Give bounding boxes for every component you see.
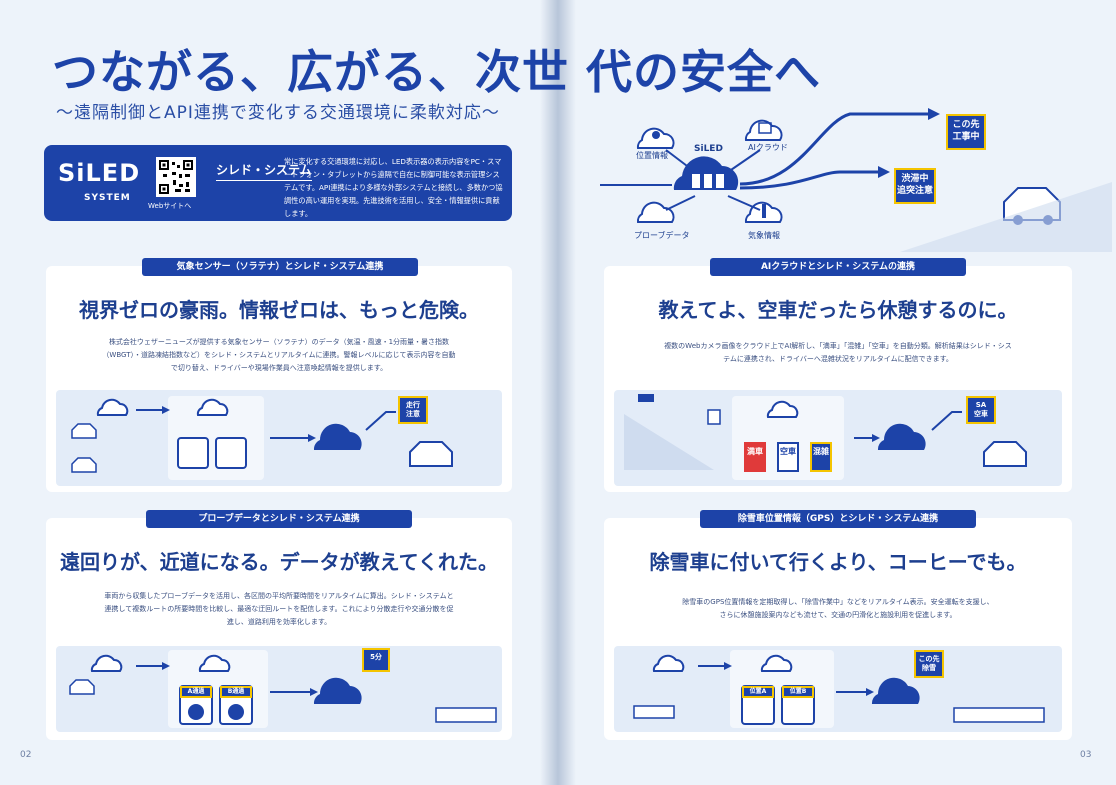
snowplow-icon xyxy=(633,705,675,719)
siled-cloud-icon xyxy=(877,423,926,450)
panel-probe: プローブデータとシレド・システム連携 遠回りが、近道になる。データが教えてくれた… xyxy=(46,510,512,740)
ai-cloud-label: AIクラウド xyxy=(748,143,788,152)
location-label: 位置情報 xyxy=(636,151,668,160)
rain-tile-icon xyxy=(177,437,209,469)
page-gutter xyxy=(540,0,576,785)
analysis-cloud-icon xyxy=(196,398,229,416)
timer-icon xyxy=(188,704,204,720)
construction-sign: この先 工事中 xyxy=(946,114,986,150)
panel-tag: AIクラウドとシレド・システムの連携 xyxy=(710,258,966,276)
system-name: シレド・システム xyxy=(216,161,312,181)
parking-lot-area xyxy=(624,414,714,470)
panel-tag: 除雪車位置情報（GPS）とシレド・システム連携 xyxy=(700,510,976,528)
siled-cloud-icon xyxy=(313,423,362,450)
panel-tag: プローブデータとシレド・システム連携 xyxy=(146,510,412,528)
siled-cloud-icon xyxy=(673,156,739,190)
siled-logo: SiLED xyxy=(58,159,141,187)
timer-icon xyxy=(228,704,244,720)
page-number-right: 03 xyxy=(1080,750,1092,760)
panel-heading: 除雪車に付いて行くより、コーヒーでも。 xyxy=(649,550,1027,574)
system-hub-illustration: 位置情報 AIクラウド プローブデータ 気象情報 SiLED この先 工事中 渋… xyxy=(600,92,1112,252)
panel-snowplow: 除雪車位置情報（GPS）とシレド・システム連携 除雪車に付いて行くより、コーヒー… xyxy=(604,510,1072,740)
route-cloud-icon xyxy=(198,654,231,672)
position-b-tile: 位置B xyxy=(782,686,814,698)
panel-diagram: 走行 注意 xyxy=(56,390,502,486)
ai-cloud-icon xyxy=(766,400,799,418)
sensor-cloud-icon xyxy=(96,398,129,416)
thermometer-icon xyxy=(762,204,766,218)
page-title: つながる、広がる、次世 代の安全へ xyxy=(52,45,822,99)
siled-logo-sub: SYSTEM xyxy=(84,193,131,203)
page-number-left: 02 xyxy=(20,750,32,760)
siled-cloud-icon xyxy=(871,677,920,704)
panel-body: 除雪車のGPS位置情報を定期取得し、「除雪作業中」などをリアルタイム表示。安全運… xyxy=(682,598,994,619)
truck-icon xyxy=(71,457,97,473)
hub-center-label: SiLED xyxy=(694,144,723,154)
siled-cloud-icon xyxy=(313,677,362,704)
route-b-tile: B通過 xyxy=(220,686,252,698)
probe-cloud-icon xyxy=(636,201,675,223)
probe-label: プローブデータ xyxy=(634,231,690,240)
panel-heading: 教えてよ、空車だったら休憩するのに。 xyxy=(658,298,1018,322)
snow-removal-sign: この先 除雪 xyxy=(914,650,944,678)
parking-sign-icon xyxy=(707,409,721,425)
qr-caption: Webサイトへ xyxy=(148,202,192,210)
probe-cloud-icon xyxy=(90,654,123,672)
congestion-sign: 渋滞中 追突注意 xyxy=(894,168,936,204)
panel-body: 複数のWebカメラ画像をクラウド上でAI解析し、「満車」「混雑」「空車」を自動分… xyxy=(664,342,1012,363)
panel-body: 車両から収集したプローブデータを活用し、各区間の平均所要時間をリアルタイムに算出… xyxy=(104,592,454,626)
warning-sign: 走行 注意 xyxy=(398,396,428,424)
panel-tag: 気象センサー（ソラテナ）とシレド・システム連携 xyxy=(142,258,418,276)
panel-diagram: 5分 A通過 B通過 xyxy=(56,646,502,732)
qr-code-icon xyxy=(159,160,193,194)
weather-label: 気象情報 xyxy=(748,231,780,240)
busy-tile: 混雑 xyxy=(810,442,832,472)
camera-icon xyxy=(638,394,654,402)
position-a-tile: 位置A xyxy=(742,686,774,698)
siled-brand-box: SiLED SYSTEM Webサイトへ シレド・システム 常に変化する交通環境… xyxy=(44,145,512,221)
full-tile: 満車 xyxy=(744,442,766,472)
vacant-tile: 空車 xyxy=(777,442,799,472)
panel-body: 株式会社ウェザーニューズが提供する気象センサー（ソラテナ）のデータ（気温・風速・… xyxy=(102,338,456,372)
panel-diagram: この先 除雪 位置A 位置B xyxy=(614,646,1062,732)
car-icon xyxy=(983,441,1027,467)
panel-diagram: 満車 空車 混雑 SA 空車 xyxy=(614,390,1062,486)
route-a-tile: A通過 xyxy=(180,686,212,698)
travel-time-sign: 5分 xyxy=(362,648,390,672)
snow-tile-icon xyxy=(215,437,247,469)
car-icon xyxy=(71,423,97,439)
qr-code[interactable] xyxy=(156,157,196,197)
car-icon xyxy=(409,441,453,467)
car-icon xyxy=(69,679,95,695)
traffic-queue xyxy=(953,707,1045,723)
hub-diagram xyxy=(600,108,1112,252)
pin-icon xyxy=(652,131,660,139)
panel-weather: 気象センサー（ソラテナ）とシレド・システム連携 視界ゼロの豪雨。情報ゼロは、もっ… xyxy=(46,258,512,492)
ai-cloud-icon xyxy=(744,119,783,141)
system-description: 常に変化する交通環境に対応し、LED表示器の表示内容をPC・スマートフォン・タブ… xyxy=(284,157,503,218)
traffic-queue xyxy=(435,707,497,723)
gps-cloud-icon xyxy=(652,654,685,672)
panel-heading: 視界ゼロの豪雨。情報ゼロは、もっと危険。 xyxy=(79,298,479,322)
sa-sign: SA 空車 xyxy=(966,396,996,424)
panel-ai-cloud: AIクラウドとシレド・システムの連携 教えてよ、空車だったら休憩するのに。 複数… xyxy=(604,258,1072,492)
page-subtitle: 〜遠隔制御とAPI連携で変化する交通環境に柔軟対応〜 xyxy=(56,103,500,123)
position-cloud-icon xyxy=(760,654,793,672)
panel-heading: 遠回りが、近道になる。データが教えてくれた。 xyxy=(60,550,498,574)
